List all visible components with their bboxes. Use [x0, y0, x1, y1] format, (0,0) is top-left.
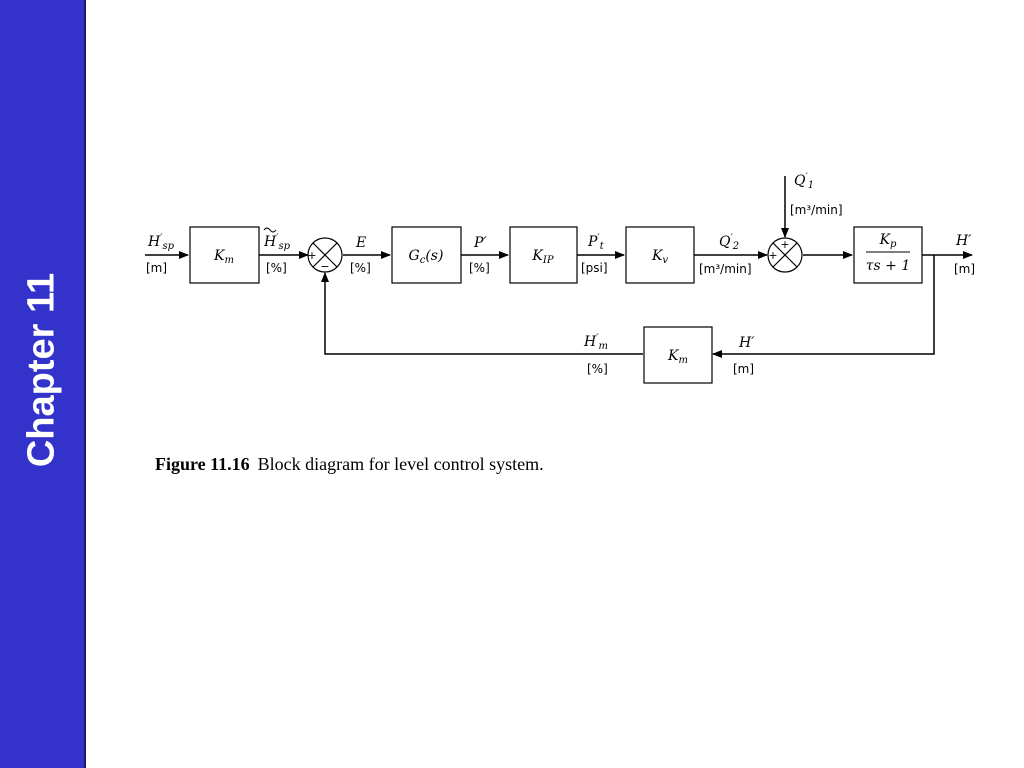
sign-sum2-left: + [768, 249, 777, 262]
signal-hsp-unit: [m] [146, 261, 167, 275]
sign-sum1-left: + [307, 249, 316, 262]
signal-h-output-unit: [m] [954, 262, 975, 276]
figure-caption-text: Block diagram for level control system. [257, 454, 544, 474]
signal-q1-unit: [m³/min] [790, 203, 843, 217]
signal-e-unit: [%] [350, 261, 371, 275]
signal-h-feedback: H′ [738, 335, 755, 351]
label-kip: KIP [531, 248, 553, 266]
label-process-numerator: Kp [879, 232, 897, 250]
signal-h-feedback-unit: [m] [733, 362, 754, 376]
block-kip [509, 226, 578, 284]
summing-junction-2 [767, 237, 803, 273]
signal-hsp-tilde-unit: [%] [266, 261, 287, 275]
figure-label: Figure 11.16 [155, 454, 250, 474]
block-km-setpoint [189, 226, 260, 284]
tilde-mark [263, 227, 277, 233]
signal-hm: H′m [583, 333, 608, 352]
label-controller-gc: Gc(s) [409, 248, 444, 266]
sign-sum1-bottom: − [320, 260, 329, 273]
label-km-setpoint: Km [213, 248, 234, 266]
label-km-feedback: Km [667, 348, 688, 366]
signal-e: E [355, 235, 366, 251]
chapter-sidebar: Chapter 11 [0, 0, 86, 768]
signal-q2: Q′2 [719, 233, 739, 252]
summing-junction-1 [307, 237, 343, 273]
signal-hsp-tilde: H′sp [263, 233, 291, 252]
signal-pt: P′t [587, 233, 605, 252]
signal-q2-unit: [m³/min] [699, 262, 752, 276]
signal-pt-unit: [psi] [581, 261, 608, 275]
block-process [853, 226, 923, 284]
line-feedback-to-km [712, 255, 935, 358]
signal-h-output: H′ [955, 233, 972, 249]
signal-p: P′ [473, 235, 487, 251]
sign-sum2-top: + [780, 238, 789, 251]
signal-hsp: H′sp [147, 233, 175, 252]
line-km-to-sum1-feedback [321, 272, 643, 355]
signal-p-unit: [%] [469, 261, 490, 275]
block-km-feedback [643, 326, 713, 384]
block-kv [625, 226, 695, 284]
figure-caption: Figure 11.16 Block diagram for level cont… [155, 454, 544, 475]
block-controller-gc [391, 226, 462, 284]
label-process-denominator: τs + 1 [866, 258, 910, 274]
signal-q1: Q′1 [794, 172, 814, 191]
label-kv: Kv [651, 248, 668, 266]
signal-hm-unit: [%] [587, 362, 608, 376]
